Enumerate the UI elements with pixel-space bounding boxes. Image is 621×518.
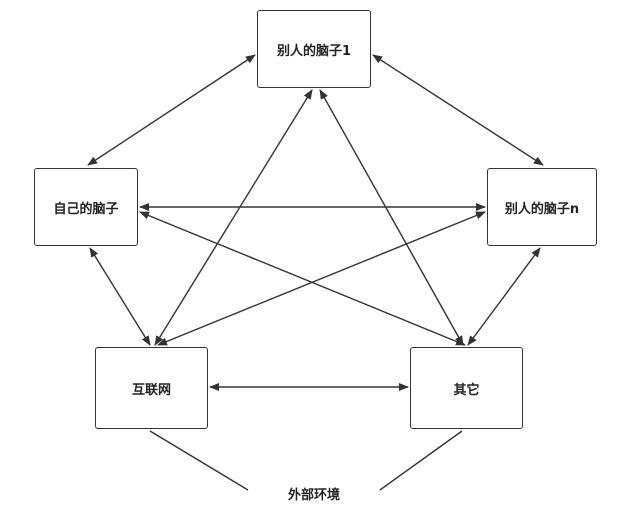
edge-brain1-own-brain <box>87 54 256 166</box>
edge-own-brain-internet <box>89 247 151 346</box>
edge-external-other <box>379 430 463 491</box>
edge-brain1-internet <box>154 89 313 346</box>
edge-brain1-other <box>319 89 464 346</box>
node-other: 其它 <box>410 347 523 429</box>
node-label: 自己的脑子 <box>53 201 119 217</box>
edge-brain1-brain-n <box>372 54 544 166</box>
node-label: 其它 <box>453 382 480 398</box>
node-label: 别人的脑子n <box>504 201 580 217</box>
node-label: 互联网 <box>131 382 171 398</box>
node-internet: 互联网 <box>95 347 208 429</box>
edge-brain-n-internet <box>157 211 486 346</box>
edge-external-internet <box>149 430 249 491</box>
node-others-brain-1: 别人的脑子1 <box>257 10 371 88</box>
external-environment-label: 外部环境 <box>287 488 340 503</box>
node-label: 别人的脑子1 <box>276 43 352 59</box>
node-own-brain: 自己的脑子 <box>34 168 138 246</box>
edge-brain-n-other <box>467 247 541 346</box>
node-others-brain-n: 别人的脑子n <box>487 168 597 246</box>
edge-own-brain-other <box>139 211 466 346</box>
